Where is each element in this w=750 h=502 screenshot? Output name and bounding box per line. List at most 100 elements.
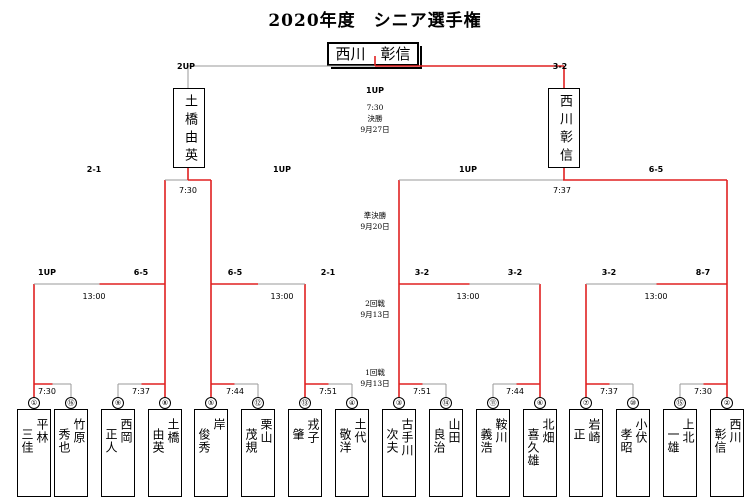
player-given-name: 三佳 — [20, 428, 34, 454]
r2-m1-score-a: 1UP — [38, 268, 56, 277]
player-surname: 古手川 — [400, 418, 414, 457]
player-card: 北畑喜久雄 — [523, 409, 557, 497]
final-right-finalist: 西川彰信 — [548, 88, 580, 168]
player-seed: ⑯ — [65, 397, 77, 409]
player-surname: 栗山 — [259, 418, 273, 444]
final-time: 7:30 — [366, 103, 384, 112]
r1-round-name: 1回戦 — [365, 368, 385, 377]
player-seed: ① — [28, 397, 40, 409]
r2-date: 9月13日 — [360, 310, 390, 319]
player-given-name: 次夫 — [385, 428, 399, 454]
player-surname: 上北 — [681, 418, 695, 444]
r2-m3-time: 13:00 — [456, 292, 480, 301]
player-given-name: 喜久雄 — [526, 428, 540, 467]
final-left-score: 2UP — [177, 62, 195, 71]
player-card: 平林三佳 — [17, 409, 51, 497]
r2-m4-time: 13:00 — [644, 292, 668, 301]
player-seed: ③ — [393, 397, 405, 409]
player-seed: ⑦ — [580, 397, 592, 409]
sf-right-score-b: 6-5 — [648, 165, 664, 174]
r2-m4-score-a: 3-2 — [601, 268, 617, 277]
player-seed: ⑪ — [487, 397, 499, 409]
player-surname: 北畑 — [541, 418, 555, 444]
final-date: 9月27日 — [360, 125, 390, 134]
player-surname: 西岡 — [119, 418, 133, 444]
player-given-name: 由英 — [151, 428, 165, 454]
sf-right-score-a: 1UP — [459, 165, 477, 174]
player-seed: ⑩ — [627, 397, 639, 409]
player-given-name: 肇 — [291, 428, 305, 441]
player-seed: ⑧ — [159, 397, 171, 409]
player-given-name: 敬洋 — [338, 428, 352, 454]
player-seed: ⑬ — [299, 397, 311, 409]
player-given-name: 彰信 — [713, 428, 727, 454]
sf-left-time: 7:30 — [179, 186, 197, 195]
player-card: 古手川次夫 — [382, 409, 416, 497]
player-given-name: 正 — [572, 428, 586, 441]
player-given-name: 義浩 — [479, 428, 493, 454]
r1-m4-time: 7:51 — [319, 387, 337, 396]
player-given-name: 一雄 — [666, 428, 680, 454]
player-card: 土橋由英 — [148, 409, 182, 497]
player-surname: 小伏 — [634, 418, 648, 444]
player-surname: 岩崎 — [587, 418, 601, 444]
r2-m3-score-b: 3-2 — [507, 268, 523, 277]
player-card: 戎子肇 — [288, 409, 322, 497]
player-card: 鞍川義浩 — [476, 409, 510, 497]
r1-m7-time: 7:37 — [600, 387, 618, 396]
player-card: 竹原秀也 — [54, 409, 88, 497]
player-card: 上北一雄 — [663, 409, 697, 497]
sf-right-time: 7:37 — [553, 186, 571, 195]
final-left-finalist-name: 土橋由英 — [182, 94, 197, 166]
player-seed: ② — [721, 397, 733, 409]
sf-left-score-a: 2-1 — [86, 165, 102, 174]
player-surname: 竹原 — [72, 418, 86, 444]
r2-round-name: 2回戦 — [365, 299, 385, 308]
player-card: 小伏孝昭 — [616, 409, 650, 497]
final-round-name: 決勝 — [367, 114, 383, 123]
player-seed: ⑫ — [252, 397, 264, 409]
player-surname: 西川 — [728, 418, 742, 444]
final-left-finalist: 土橋由英 — [173, 88, 205, 168]
r1-m3-time: 7:44 — [226, 387, 244, 396]
player-given-name: 良治 — [432, 428, 446, 454]
player-card: 栗山茂規 — [241, 409, 275, 497]
player-seed: ④ — [346, 397, 358, 409]
sf-left-score-b: 1UP — [273, 165, 291, 174]
player-card: 西岡正人 — [101, 409, 135, 497]
r1-date: 9月13日 — [360, 379, 390, 388]
r2-m3-score-a: 3-2 — [414, 268, 430, 277]
player-seed: ⑮ — [674, 397, 686, 409]
r2-m2-score-a: 6-5 — [227, 268, 243, 277]
final-right-score: 3-2 — [552, 62, 568, 71]
page-title: 2020年度 シニア選手権 — [268, 11, 482, 31]
player-card: 岩崎正 — [569, 409, 603, 497]
player-given-name: 正人 — [104, 428, 118, 454]
player-card: 山田良治 — [429, 409, 463, 497]
player-surname: 土代 — [353, 418, 367, 444]
r2-m2-time: 13:00 — [270, 292, 294, 301]
player-card: 西川彰信 — [710, 409, 744, 497]
player-card: 土代敬洋 — [335, 409, 369, 497]
r1-m2-time: 7:37 — [132, 387, 150, 396]
r2-m2-score-b: 2-1 — [320, 268, 336, 277]
player-seed: ⑭ — [440, 397, 452, 409]
player-given-name: 孝昭 — [619, 428, 633, 454]
player-surname: 平林 — [35, 418, 49, 444]
r1-m1-time: 7:30 — [38, 387, 56, 396]
r2-m1-score-b: 6-5 — [133, 268, 149, 277]
r1-m6-time: 7:44 — [506, 387, 524, 396]
player-seed: ⑨ — [112, 397, 124, 409]
player-given-name: 秀也 — [57, 428, 71, 454]
player-card: 岸俊秀 — [194, 409, 228, 497]
r1-m8-time: 7:30 — [694, 387, 712, 396]
final-right-finalist-name: 西川彰信 — [557, 94, 572, 166]
player-surname: 岸 — [212, 418, 226, 431]
player-surname: 土橋 — [166, 418, 180, 444]
player-given-name: 茂規 — [244, 428, 258, 454]
sf-date: 9月20日 — [360, 222, 390, 231]
r2-m4-score-b: 8-7 — [695, 268, 711, 277]
final-center-score: 1UP — [366, 86, 384, 95]
player-given-name: 俊秀 — [197, 428, 211, 454]
